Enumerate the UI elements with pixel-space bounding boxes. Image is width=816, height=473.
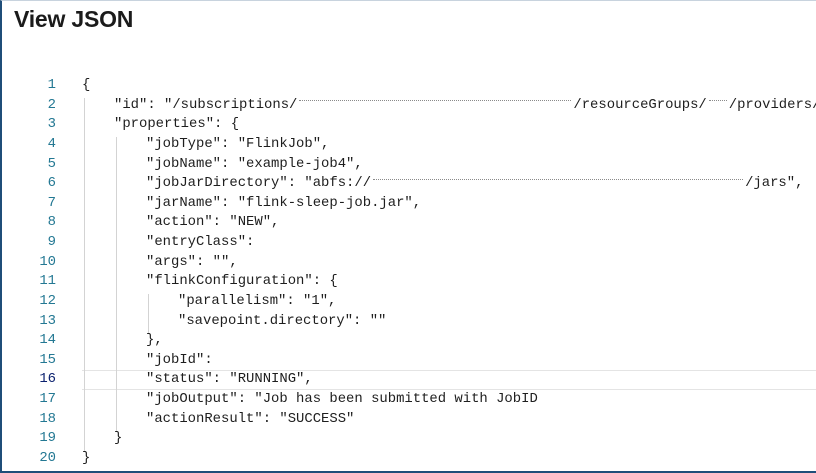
code-token: "properties": { <box>114 116 240 133</box>
code-line[interactable]: 20} <box>2 449 816 469</box>
line-number: 8 <box>47 214 56 231</box>
code-token: "args": "", <box>146 253 238 270</box>
indent-guide <box>84 97 85 451</box>
code-token: } <box>82 449 91 466</box>
redacted-value <box>373 178 744 180</box>
line-number: 9 <box>47 234 56 250</box>
code-text: "parallelism": "1", <box>178 292 336 312</box>
code-token: }, <box>146 332 163 349</box>
code-token: } <box>114 430 123 447</box>
json-code-viewer[interactable]: 1{2"id": "/subscriptions//resourceGroups… <box>2 76 816 469</box>
line-number: 16 <box>39 371 56 388</box>
code-token: "jobType": "FlinkJob", <box>146 135 330 152</box>
code-line[interactable]: 19} <box>2 429 816 449</box>
redacted-value <box>708 100 727 102</box>
line-number: 11 <box>39 273 56 290</box>
code-text: "jobOutput": "Job has been submitted wit… <box>146 390 538 410</box>
code-token: "status": "RUNNING", <box>146 371 313 388</box>
line-number: 7 <box>47 194 56 211</box>
line-number: 2 <box>47 96 56 113</box>
code-token: /jars", <box>745 175 804 192</box>
code-line[interactable]: 1{ <box>2 76 816 96</box>
line-number: 6 <box>47 175 56 192</box>
line-number: 15 <box>39 351 56 368</box>
code-text: "entryClass": <box>146 233 254 253</box>
code-line[interactable]: 14}, <box>2 331 816 351</box>
line-number: 18 <box>39 410 56 427</box>
code-text: }, <box>146 331 163 351</box>
code-text: "savepoint.directory": "" <box>178 312 386 332</box>
code-line[interactable]: 6 "jobJarDirectory": "abfs:// /jars", <box>2 174 816 194</box>
code-token: "jobOutput": "Job has been submitted wit… <box>146 391 538 407</box>
indent-guide <box>116 136 117 432</box>
code-line[interactable]: 2 "id": "/subscriptions/ /resourceGroups/ /… <box>2 96 816 116</box>
panel-title: View JSON <box>14 6 134 32</box>
code-line[interactable]: 13 "savepoint.directory": "" <box>2 312 816 332</box>
current-line-highlight <box>82 370 816 390</box>
code-line[interactable]: 5 "jobName": "example-job4", <box>2 155 816 175</box>
code-token: /resourceGroups/ <box>573 96 707 113</box>
code-text: "properties": { <box>114 115 239 135</box>
code-token: /providers/ <box>728 96 816 113</box>
code-token: "jarName": "flink-sleep-job.jar", <box>146 194 422 211</box>
line-number: 12 <box>39 292 56 309</box>
code-text: "args": "", <box>146 253 238 273</box>
code-line[interactable]: 16 "status": "RUNNING", <box>2 370 816 390</box>
code-token: "flinkConfiguration": { <box>146 273 338 290</box>
code-token: "entryClass": <box>146 234 255 250</box>
code-line[interactable]: 15 "jobId": <box>2 351 816 371</box>
line-number: 13 <box>39 312 56 329</box>
code-text: "jarName": "flink-sleep-job.jar", <box>146 194 421 214</box>
code-line[interactable]: 18 "actionResult": "SUCCESS" <box>2 410 816 430</box>
code-text: { <box>82 76 90 96</box>
code-line[interactable]: 17 "jobOutput": "Job has been submitted w… <box>2 390 816 410</box>
code-line[interactable]: 12 "parallelism": "1", <box>2 292 816 312</box>
code-token: "savepoint.directory": "" <box>178 312 387 329</box>
line-number: 3 <box>47 116 56 133</box>
code-token: "jobName": "example-job4", <box>146 155 363 172</box>
code-token: "parallelism": "1", <box>178 292 337 309</box>
code-text: "jobType": "FlinkJob", <box>146 135 329 155</box>
code-token: "actionResult": "SUCCESS" <box>146 410 355 427</box>
code-text: "action": "NEW", <box>146 213 279 233</box>
line-number: 17 <box>39 391 56 407</box>
line-number: 20 <box>39 449 56 466</box>
code-text: "status": "RUNNING", <box>146 370 313 390</box>
code-text: "jobJarDirectory": "abfs:// /jars", <box>146 174 803 194</box>
code-line[interactable]: 11 "flinkConfiguration": { <box>2 272 816 292</box>
line-number: 1 <box>47 77 56 93</box>
code-token: "id": "/subscriptions/ <box>114 96 298 113</box>
code-line[interactable]: 7 "jarName": "flink-sleep-job.jar", <box>2 194 816 214</box>
line-number: 10 <box>39 253 56 270</box>
code-text: "id": "/subscriptions/ /resourceGroups/ /p… <box>114 96 816 116</box>
code-line[interactable]: 3 "properties": { <box>2 115 816 135</box>
code-text: } <box>114 429 122 449</box>
code-text: "jobName": "example-job4", <box>146 155 363 175</box>
code-token: "jobId": <box>146 351 213 368</box>
code-text: "jobId": <box>146 351 213 371</box>
line-number: 19 <box>39 430 56 447</box>
code-line[interactable]: 9 "entryClass": <box>2 233 816 253</box>
code-token: "jobJarDirectory": "abfs:// <box>146 175 372 192</box>
line-number: 4 <box>47 135 56 152</box>
code-token: { <box>82 77 91 93</box>
indent-guide <box>148 293 149 334</box>
code-text: "flinkConfiguration": { <box>146 272 338 292</box>
code-line[interactable]: 4 "jobType": "FlinkJob", <box>2 135 816 155</box>
code-text: } <box>82 449 90 469</box>
code-line[interactable]: 10 "args": "", <box>2 253 816 273</box>
code-text: "actionResult": "SUCCESS" <box>146 410 354 430</box>
code-line[interactable]: 8 "action": "NEW", <box>2 213 816 233</box>
redacted-value <box>299 100 572 102</box>
line-number: 5 <box>47 155 56 172</box>
code-token: "action": "NEW", <box>146 214 280 231</box>
line-number: 14 <box>39 332 56 349</box>
